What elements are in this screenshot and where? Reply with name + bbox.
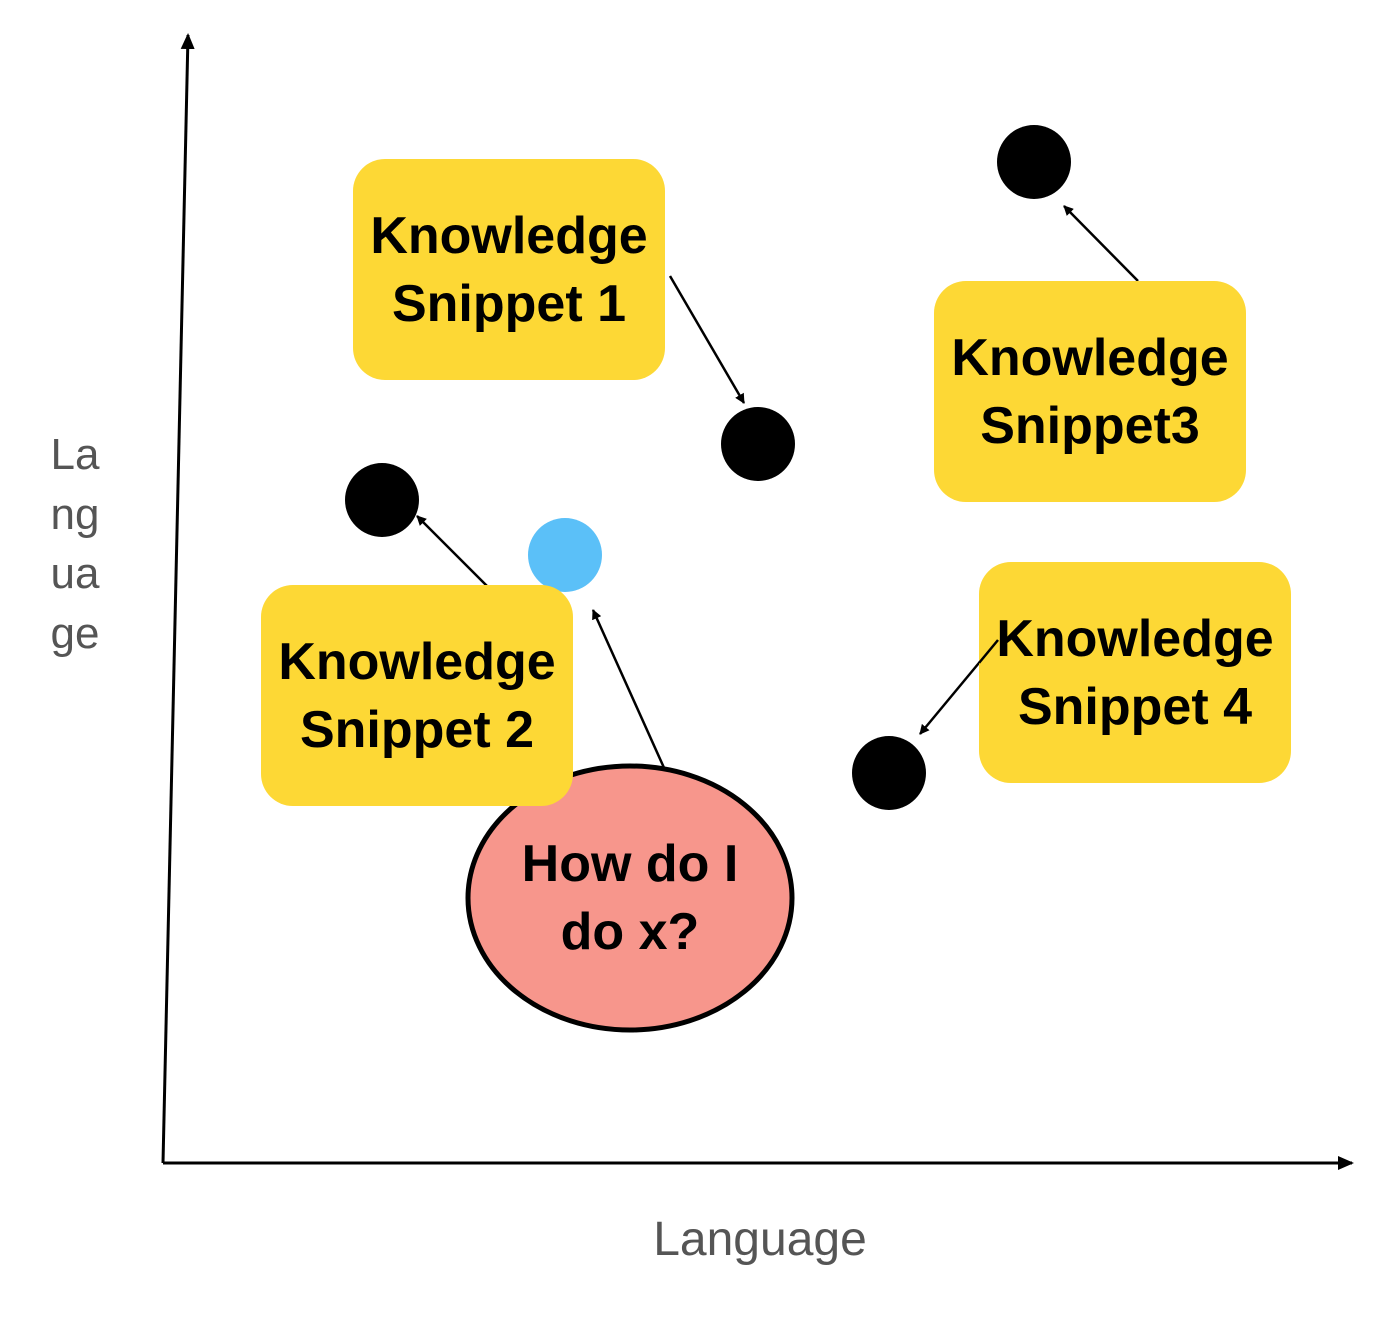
knowledge-snippet-1: Knowledge Snippet 1 [353,159,665,380]
knowledge-snippet-4: Knowledge Snippet 4 [979,562,1291,783]
knowledge-snippet-2: Knowledge Snippet 2 [261,585,573,806]
knowledge-snippet-3: Knowledge Snippet3 [934,281,1246,502]
snippet-1-arrow [668,275,746,404]
query-line2: do x? [560,903,700,961]
snippet-3-line2: Snippet3 [980,396,1200,455]
x-axis-label: Language [653,1213,867,1266]
snippet-3-arrow [1063,205,1139,282]
snippet-2-arrow [416,515,493,592]
query-point [528,518,602,592]
snippet-3-point [997,125,1071,199]
snippet-2-point [345,463,419,537]
y-axis [161,33,195,1164]
query-arrow [591,609,667,771]
snippet-1-point [721,407,795,481]
snippet-2-line1: Knowledge [278,632,556,691]
snippet-4-point [852,736,926,810]
snippet-4-line2: Snippet 4 [1017,677,1253,736]
snippet-2-line2: Snippet 2 [299,700,535,759]
snippet-1-line1: Knowledge [370,206,648,265]
query-line1: How do I [521,835,739,893]
snippet-1-line2: Snippet 1 [391,274,627,333]
snippet-3-line1: Knowledge [951,328,1229,387]
query-bubble [465,763,795,1033]
snippet-4-line1: Knowledge [996,609,1274,668]
y-axis-label: Language [50,430,100,658]
query-text: How do I do x? [470,830,790,966]
